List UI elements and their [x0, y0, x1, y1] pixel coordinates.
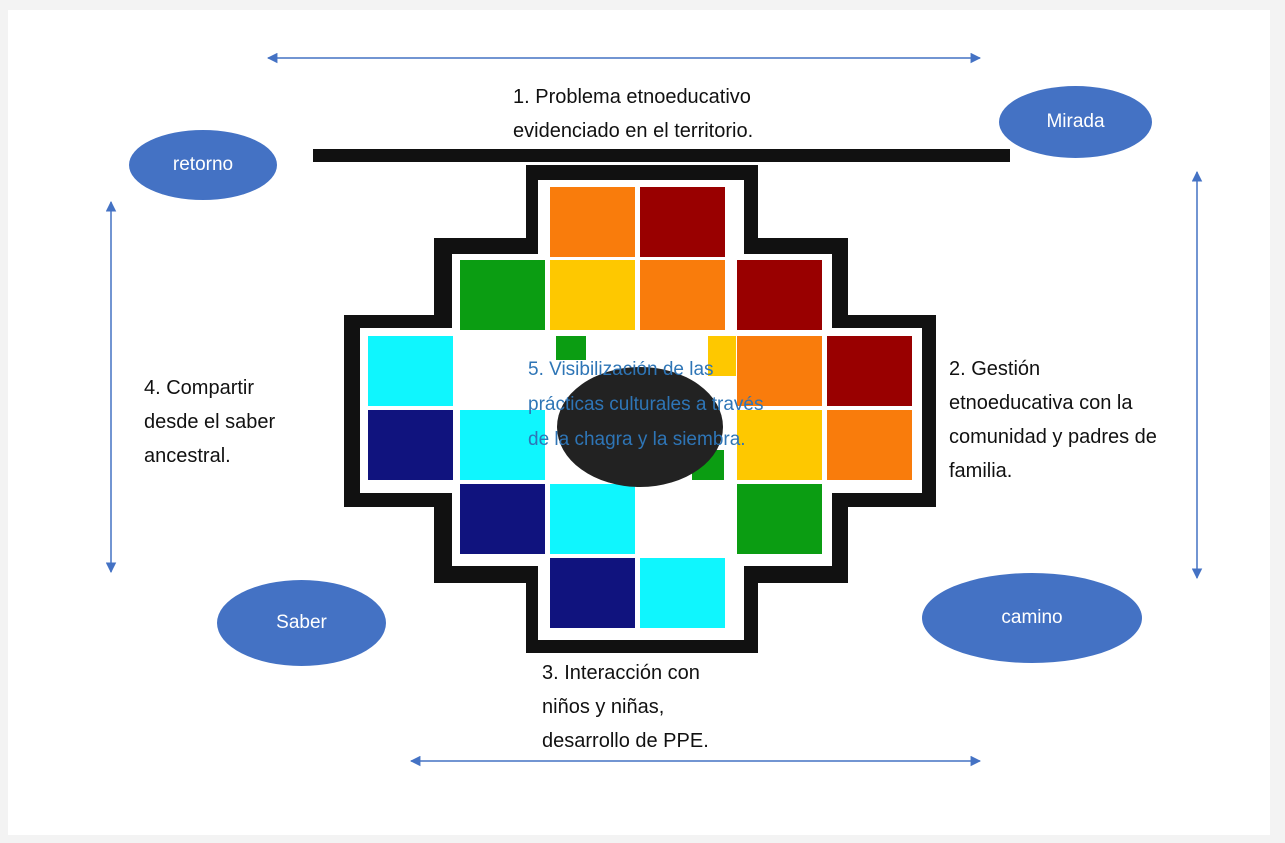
step3-line2: niños y niñas,	[542, 696, 665, 718]
step5-line2: prácticas culturales a través	[528, 394, 764, 415]
step2-line1: 2. Gestión	[949, 358, 1041, 380]
step5-text: 5. Visibilización de las prácticas cultu…	[528, 352, 764, 457]
step5-line3: de la chagra y la siembra.	[528, 429, 746, 450]
chakana-cell-green	[460, 260, 545, 330]
chakana-cell-navy	[550, 558, 635, 628]
chakana-cell-orange	[550, 187, 635, 257]
step3-line3: desarrollo de PPE.	[542, 730, 709, 752]
chakana-cell-darkred	[737, 260, 822, 330]
step3-line1: 3. Interacción con	[542, 662, 700, 684]
step4-line1: 4. Compartir	[144, 377, 255, 399]
step2-text: 2. Gestión etnoeducativa con la comunida…	[949, 352, 1157, 488]
step1-line2: evidenciado en el territorio.	[513, 120, 754, 142]
chakana-cell-darkred	[827, 336, 912, 406]
camino-ellipse: camino	[922, 573, 1142, 663]
step1-line1: 1. Problema etnoeducativo	[513, 86, 751, 108]
chakana-cell-green-accent	[556, 336, 586, 360]
saber-ellipse: Saber	[217, 580, 386, 666]
step4-line2: desde el saber	[144, 411, 276, 433]
diagram-canvas: 1. Problema etnoeducativo evidenciado en…	[8, 10, 1270, 835]
chakana-cell-darkred	[640, 187, 725, 257]
step2-line3: comunidad y padres de	[949, 426, 1157, 448]
top-black-bar	[313, 149, 1010, 162]
chakana-cell-yellow	[737, 410, 822, 480]
chakana-cell-green	[737, 484, 822, 554]
chakana-diagram	[105, 52, 1203, 767]
retorno-ellipse: retorno	[129, 130, 277, 200]
chakana-cell-white	[640, 484, 725, 554]
chakana-cell-navy	[460, 484, 545, 554]
chakana-cell-cyan	[640, 558, 725, 628]
step5-line1: 5. Visibilización de las	[528, 359, 714, 380]
mirada-ellipse: Mirada	[999, 86, 1152, 158]
chakana-cells	[368, 187, 912, 628]
step3-text: 3. Interacción con niños y niñas, desarr…	[542, 656, 709, 758]
chakana-cell-navy	[368, 410, 453, 480]
chakana-cell-cyan	[368, 336, 453, 406]
chakana-cell-cyan	[550, 484, 635, 554]
chakana-cell-orange	[737, 336, 822, 406]
step1-text: 1. Problema etnoeducativo evidenciado en…	[513, 80, 753, 148]
chakana-cell-cyan	[460, 410, 545, 480]
chakana-cell-orange	[827, 410, 912, 480]
step4-text: 4. Compartir desde el saber ancestral.	[144, 371, 275, 473]
step2-line4: familia.	[949, 460, 1013, 482]
center-black-ellipse	[557, 367, 723, 487]
chakana-cell-orange	[640, 260, 725, 330]
step2-line2: etnoeducativa con la	[949, 392, 1133, 414]
chakana-cell-yellow-accent	[708, 336, 736, 376]
step4-line3: ancestral.	[144, 445, 231, 467]
chakana-cell-yellow	[550, 260, 635, 330]
